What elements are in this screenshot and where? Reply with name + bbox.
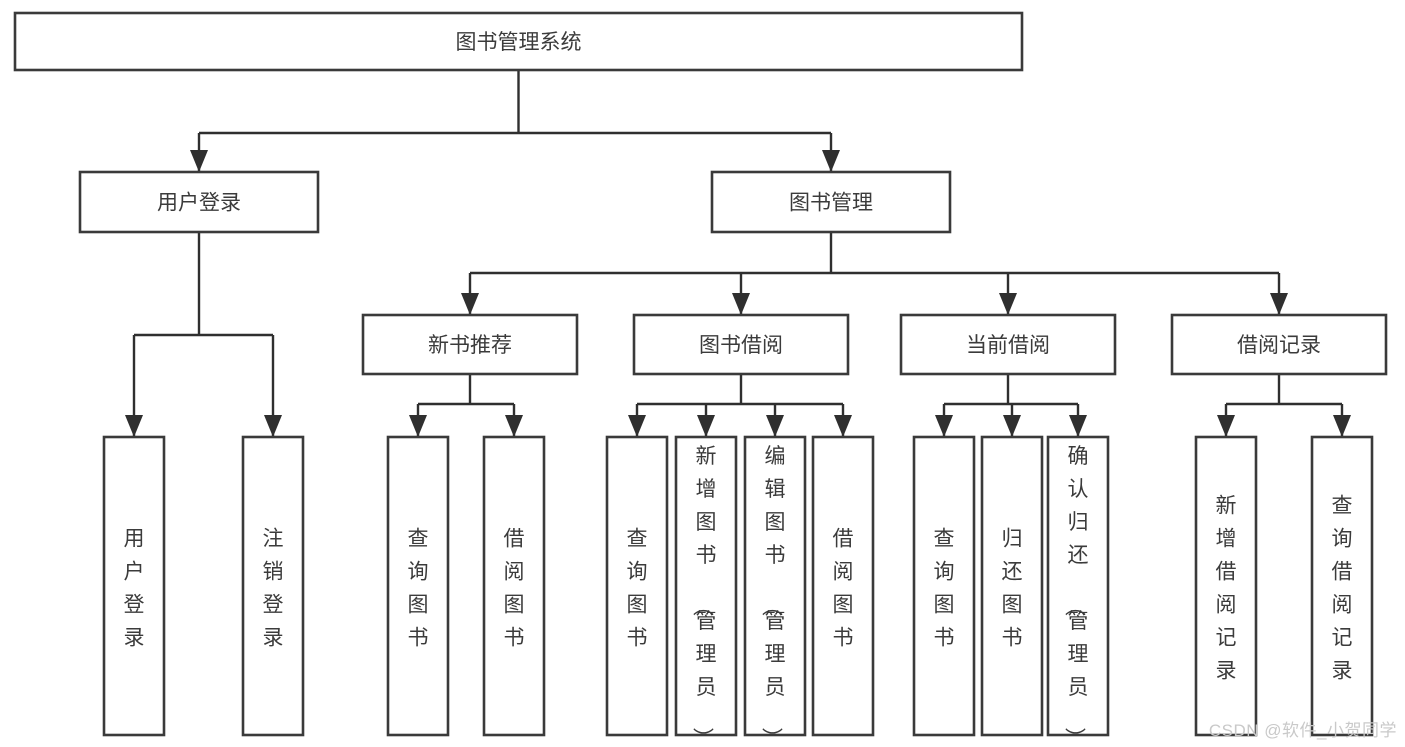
arrow-icon-借阅图书 [834, 415, 852, 437]
node-用户登录[interactable]: 用户登录 [78, 170, 320, 234]
node-借阅图书[interactable]: 借阅图书 [811, 435, 875, 737]
node-label-查询图书: 查询图书 [934, 528, 955, 650]
node-查询借阅记录[interactable]: 查询借阅记录 [1310, 435, 1374, 737]
node-label-新增借阅记录: 新增借阅记录 [1216, 495, 1237, 683]
arrow-icon-查询图书 [409, 415, 427, 437]
node-box-用户登录 [102, 435, 166, 737]
csdn-watermark: CSDN @软件_小贺同学 [1208, 721, 1397, 740]
arrow-icon-编辑图书管理员 [766, 415, 784, 437]
arrow-icon-图书借阅 [732, 293, 750, 315]
arrow-icon-注销登录 [264, 415, 282, 437]
node-查询图书[interactable]: 查询图书 [386, 435, 450, 737]
node-label-用户登录: 用户登录 [124, 528, 145, 650]
node-新书推荐[interactable]: 新书推荐 [361, 313, 579, 376]
node-label-查询图书: 查询图书 [627, 528, 648, 650]
node-label-归还图书: 归还图书 [1002, 528, 1023, 650]
node-label-图书借阅: 图书借阅 [699, 334, 783, 357]
node-box-查询图书 [912, 435, 976, 737]
node-label-注销登录: 注销登录 [263, 528, 284, 650]
node-box-查询图书 [605, 435, 669, 737]
node-label-确认归还管理员: 确认归还（管理员） [1063, 445, 1089, 747]
arrow-icon-查询图书 [935, 415, 953, 437]
node-box-借阅记录 [1170, 313, 1388, 376]
connector-layer [125, 70, 1351, 437]
node-label-借阅图书: 借阅图书 [833, 528, 854, 650]
arrow-icon-用户登录 [190, 150, 208, 172]
arrow-icon-查询图书 [628, 415, 646, 437]
arrow-icon-当前借阅 [999, 293, 1017, 315]
node-借阅记录[interactable]: 借阅记录 [1170, 313, 1388, 376]
node-label-借阅图书: 借阅图书 [504, 528, 525, 650]
node-box-新增借阅记录 [1194, 435, 1258, 737]
node-新增借阅记录[interactable]: 新增借阅记录 [1194, 435, 1258, 737]
node-box-归还图书 [980, 435, 1044, 737]
node-注销登录[interactable]: 注销登录 [241, 435, 305, 737]
node-box-当前借阅 [899, 313, 1117, 376]
node-图书借阅[interactable]: 图书借阅 [632, 313, 850, 376]
arrow-icon-新增图书管理员 [697, 415, 715, 437]
node-新增图书管理员[interactable]: 新增图书（管理员） [674, 435, 738, 747]
arrow-icon-用户登录 [125, 415, 143, 437]
arrow-icon-新增借阅记录 [1217, 415, 1235, 437]
arrow-icon-确认归还管理员 [1069, 415, 1087, 437]
node-box-借阅图书 [482, 435, 546, 737]
node-label-借阅记录: 借阅记录 [1237, 334, 1321, 357]
node-编辑图书管理员[interactable]: 编辑图书（管理员） [743, 435, 807, 747]
node-box-查询图书 [386, 435, 450, 737]
node-图书管理[interactable]: 图书管理 [710, 170, 952, 234]
arrow-icon-图书管理 [822, 150, 840, 172]
arrow-icon-归还图书 [1003, 415, 1021, 437]
node-label-用户登录: 用户登录 [157, 192, 241, 215]
node-label-查询借阅记录: 查询借阅记录 [1332, 495, 1353, 683]
node-label-查询图书: 查询图书 [408, 528, 429, 650]
node-查询图书[interactable]: 查询图书 [605, 435, 669, 737]
node-box-用户登录 [78, 170, 320, 234]
node-box-图书借阅 [632, 313, 850, 376]
arrow-icon-新书推荐 [461, 293, 479, 315]
arrow-icon-借阅记录 [1270, 293, 1288, 315]
node-box-新增图书管理员 [674, 435, 738, 737]
node-box-编辑图书管理员 [743, 435, 807, 737]
node-layer: 图书管理系统用户登录图书管理新书推荐图书借阅当前借阅借阅记录用户登录注销登录查询… [13, 11, 1388, 747]
arrow-icon-查询借阅记录 [1333, 415, 1351, 437]
node-label-新书推荐: 新书推荐 [428, 334, 512, 357]
node-归还图书[interactable]: 归还图书 [980, 435, 1044, 737]
node-当前借阅[interactable]: 当前借阅 [899, 313, 1117, 376]
arrow-icon-借阅图书 [505, 415, 523, 437]
node-label-新增图书管理员: 新增图书（管理员） [691, 445, 717, 747]
node-box-注销登录 [241, 435, 305, 737]
node-借阅图书[interactable]: 借阅图书 [482, 435, 546, 737]
node-box-图书管理 [710, 170, 952, 234]
node-图书管理系统[interactable]: 图书管理系统 [13, 11, 1024, 72]
node-box-新书推荐 [361, 313, 579, 376]
node-box-确认归还管理员 [1046, 435, 1110, 737]
node-box-查询借阅记录 [1310, 435, 1374, 737]
node-查询图书[interactable]: 查询图书 [912, 435, 976, 737]
node-label-编辑图书管理员: 编辑图书（管理员） [760, 445, 786, 747]
node-label-当前借阅: 当前借阅 [966, 334, 1050, 357]
node-用户登录[interactable]: 用户登录 [102, 435, 166, 737]
node-label-图书管理: 图书管理 [789, 192, 873, 215]
node-box-借阅图书 [811, 435, 875, 737]
node-box-图书管理系统 [13, 11, 1024, 72]
node-label-图书管理系统: 图书管理系统 [456, 31, 582, 54]
node-确认归还管理员[interactable]: 确认归还（管理员） [1046, 435, 1110, 747]
